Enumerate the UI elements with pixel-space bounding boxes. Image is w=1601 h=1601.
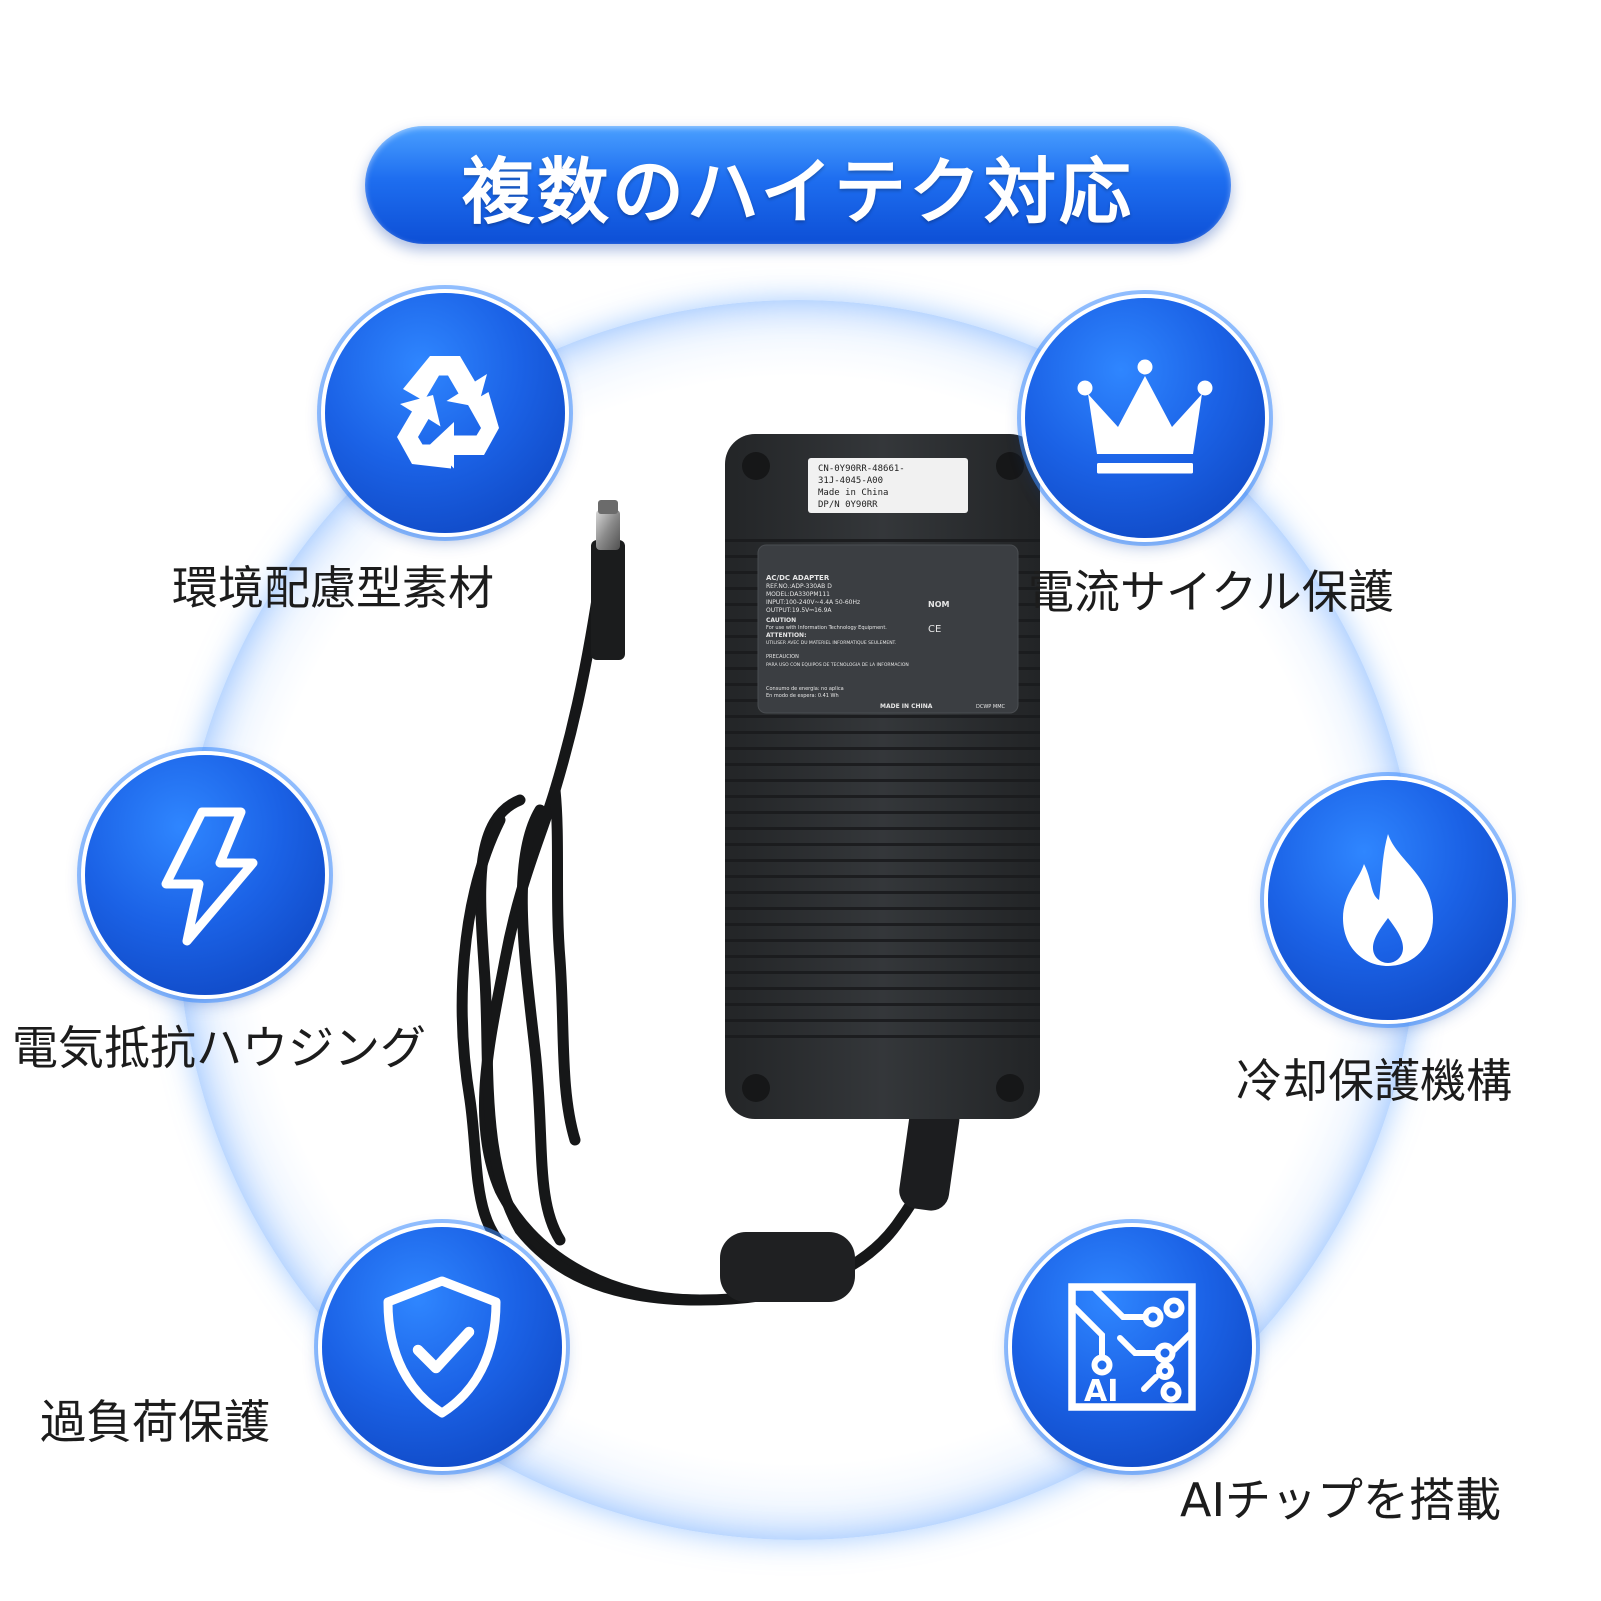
feature-label-resistant-housing: 電気抵抗ハウジング [12,1021,426,1075]
feature-badge-crown [1025,298,1265,538]
label-line-6: For use with Information Technology Equi… [766,625,887,631]
label-line-9: PRECAUCION [766,654,799,660]
feature-label-overload-protection: 過負荷保護 [40,1395,270,1449]
serial-sticker: CN-0Y90RR-48661- 31J-4045-A00 Made in Ch… [808,458,968,513]
dc-plug [591,500,625,660]
ferrite-core [720,1232,855,1302]
label-line-12: En modo de espera: 0.41 Wh [766,693,839,699]
label-line-8: UTILISER AVEC DU MATERIEL INFORMATIQUE S… [766,640,896,646]
rating-label: AC/DC ADAPTER REF.NO.:ADP-330AB D MODEL:… [757,544,1019,714]
feature-badge-shield [322,1227,562,1467]
label-line-0: AC/DC ADAPTER [766,574,830,582]
feature-label-current-cycle-protection: 電流サイクル保護 [1028,565,1394,619]
sticker-line-2: Made in China [818,488,888,498]
lightning-icon [161,807,258,946]
sticker-line-0: CN-0Y90RR-48661- [818,464,905,474]
feature-badge-lightning [85,755,325,995]
flame-icon [1343,834,1433,966]
label-line-4: OUTPUT:19.5V⎓16.9A [766,607,832,614]
title-banner: 複数のハイテク対応 [365,126,1231,244]
ce-mark: CE [928,624,941,635]
ai-chip-text: AI [1084,1374,1118,1409]
cable-coil [456,574,952,1306]
feature-badge-ai-chip: AI [1012,1227,1252,1467]
feature-badge-flame [1268,780,1508,1020]
label-line-11: Consumo de energia: no aplica [766,686,844,692]
feature-label-eco-material: 環境配慮型素材 [172,561,494,615]
recycle-icon [397,356,499,469]
label-line-13: MADE IN CHINA [880,703,933,710]
sticker-line-3: DP/N 0Y90RR [818,500,878,510]
adapter-body [725,434,1040,1119]
crown-icon [1077,359,1213,474]
label-line-14: DCWP MMC [976,704,1006,710]
label-line-7: ATTENTION: [766,632,806,639]
label-line-3: INPUT:100-240V~4.4A 50-60Hz [766,599,860,606]
page-title: 複数のハイテク対応 [461,149,1135,234]
nom-mark: NOM [928,600,949,609]
strain-relief [899,1099,960,1211]
label-line-1: REF.NO.:ADP-330AB D [766,583,832,590]
ai-chip-icon: AI [1068,1283,1196,1411]
label-line-10: PARA USO CON EQUIPOS DE TECNOLOGIA DE LA… [766,662,909,668]
shield-check-icon [383,1276,501,1418]
label-line-2: MODEL:DA330PM111 [766,591,830,598]
feature-label-ai-chip: AIチップを搭載 [1180,1473,1502,1527]
feature-label-cooling-protection: 冷却保護機構 [1236,1054,1512,1108]
sticker-line-1: 31J-4045-A00 [818,476,883,486]
label-line-5: CAUTION [766,617,796,624]
feature-badge-recycle [325,293,565,533]
